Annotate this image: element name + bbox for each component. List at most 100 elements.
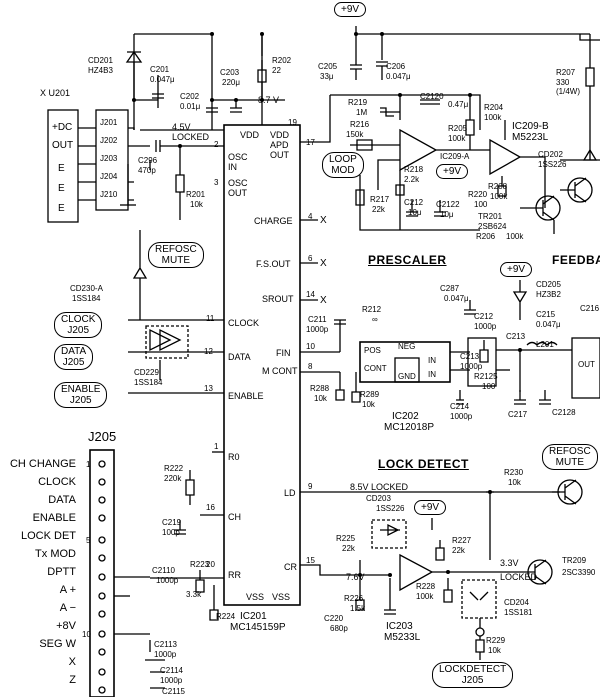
xu201-pin-j204: J204 <box>100 172 118 181</box>
cd205-value: HZ3B2 <box>536 290 561 299</box>
c219-value: 100p <box>162 528 180 537</box>
ic201-pin-number: 4 <box>308 212 313 221</box>
ic201-pin-number: 11 <box>206 314 215 323</box>
r216-ref: R216 <box>350 120 370 129</box>
j205-row-label: +8V <box>56 620 76 632</box>
c2114-ref: C2114 <box>160 666 183 675</box>
cd201-ref: CD201 <box>88 56 113 65</box>
ic201-pin-oscin: OSC IN <box>228 152 248 172</box>
r205-ref: R205 <box>448 124 468 133</box>
c201-ref: C201 <box>150 65 170 74</box>
r223-value: 3.3k <box>186 590 202 599</box>
c2120-value: 0.47μ <box>448 100 469 109</box>
j205-title: J205 <box>88 429 117 444</box>
r205-value: 100k <box>448 134 466 143</box>
ic201-pin-vss1: VSS <box>246 592 265 602</box>
c2122-value: 10μ <box>440 210 454 219</box>
r224-ref: R224 <box>216 612 236 621</box>
r220-ref: R220 <box>468 190 488 199</box>
c212a-ref: C212 <box>404 198 424 207</box>
j205-labels: CH CHANGE CLOCK DATA ENABLE LOCK DET Tx … <box>0 455 80 689</box>
c203-value: 220μ <box>222 78 240 87</box>
ic202-pin-cont: CONT <box>364 364 387 373</box>
c2114-value: 1000p <box>160 676 183 685</box>
r2125-value: 100 <box>482 382 496 391</box>
xu201-pin-j210: J210 <box>100 190 118 199</box>
ic201-pin-fsout: F.S.OUT <box>256 259 291 269</box>
c206-value: 0.047μ <box>386 72 411 81</box>
xu201-label-e2: E <box>58 183 65 194</box>
c213-value: 1000p <box>460 362 483 371</box>
ic209-name: IC209-B <box>512 121 549 132</box>
tr201-value: 2SB624 <box>478 222 507 231</box>
ic203-name: IC203 <box>386 621 413 632</box>
ic201-name: IC201 <box>240 611 267 622</box>
r230-ref: R230 <box>504 468 524 477</box>
cd204-ref: CD204 <box>504 598 529 607</box>
r230-value: 10k <box>508 478 521 487</box>
j205-pin-10: 10 <box>82 630 91 639</box>
c214-ref: C214 <box>450 402 470 411</box>
tr201-ref: TR201 <box>478 212 503 221</box>
r207-ref: R207 <box>556 68 576 77</box>
r201-value: 10k <box>190 200 203 209</box>
ic201-pin-number: 9 <box>308 482 313 491</box>
l201-ref: L201 <box>536 340 554 349</box>
c205-ref: C205 <box>318 62 338 71</box>
cd202-ref: CD202 <box>538 150 563 159</box>
tr209-ref: TR209 <box>562 556 587 565</box>
j205-row-label: DATA <box>48 494 76 506</box>
c2115-ref: C2115 <box>162 687 185 696</box>
xu201-pin-j202: J202 <box>100 136 118 145</box>
ic202-name: IC202 <box>392 411 419 422</box>
c211-value: 1000p <box>306 325 329 334</box>
plus9v-top-terminal: +9V <box>334 2 367 17</box>
j205-row-label: CH CHANGE <box>9 458 76 470</box>
c2113-value: 1000p <box>154 650 177 659</box>
plus9v-lockdet-label: +9V <box>421 502 440 513</box>
r208-ref: R208 <box>488 182 508 191</box>
r222-ref: R222 <box>164 464 184 473</box>
r212-value: ∞ <box>372 315 378 324</box>
ic201-pin-number: 13 <box>204 384 213 393</box>
r216-value: 150k <box>346 130 364 139</box>
ic201-pin-clock: CLOCK <box>228 318 260 328</box>
c2110-value: 1000p <box>156 576 179 585</box>
c201-value: 0.047μ <box>150 75 175 84</box>
ic201-pin-number: 15 <box>306 556 315 565</box>
ic201-pin-number: 16 <box>206 503 215 512</box>
cd202-value: 1SS226 <box>538 160 567 169</box>
v33-locked-label: LOCKED <box>500 572 538 582</box>
ic202-pin-out: OUT <box>578 360 595 369</box>
feedback-title: FEEDBA <box>552 253 600 267</box>
ic201-pin-data: DATA <box>228 352 251 362</box>
c216-ref: C216 <box>580 304 600 313</box>
r218-value: 2.2k <box>404 175 420 184</box>
r289-ref: R289 <box>360 390 380 399</box>
r204-ref: R204 <box>484 103 504 112</box>
r202-value: 22 <box>272 66 281 75</box>
xu201-label-dc: +DC <box>52 122 73 133</box>
cd201-value: HZ4B3 <box>88 66 113 75</box>
c287-value: 0.047μ <box>444 294 469 303</box>
r206-value: 100k <box>506 232 524 241</box>
j205-row-label: A − <box>59 602 76 614</box>
cd205-ref: CD205 <box>536 280 561 289</box>
xu201-title: X U201 <box>40 88 71 98</box>
ic201-pin-number: 2 <box>214 140 219 149</box>
ic201-pin-number: 12 <box>204 347 213 356</box>
plus9v-prescaler-label: +9V <box>507 264 526 275</box>
c296-ref: C296 <box>138 156 158 165</box>
cd230a-value: 1SS184 <box>72 294 101 303</box>
cd229-ref: CD229 <box>134 368 159 377</box>
ic203-part: M5233L <box>384 632 421 643</box>
j205-pin-1: 1 <box>86 460 91 469</box>
ic201-pin-vdd: VDD <box>240 130 260 140</box>
v33-label: 3.3V <box>500 558 519 568</box>
r228-ref: R228 <box>416 582 436 591</box>
r202-ref: R202 <box>272 56 292 65</box>
ic202-pin-gnd: GND <box>398 372 416 381</box>
